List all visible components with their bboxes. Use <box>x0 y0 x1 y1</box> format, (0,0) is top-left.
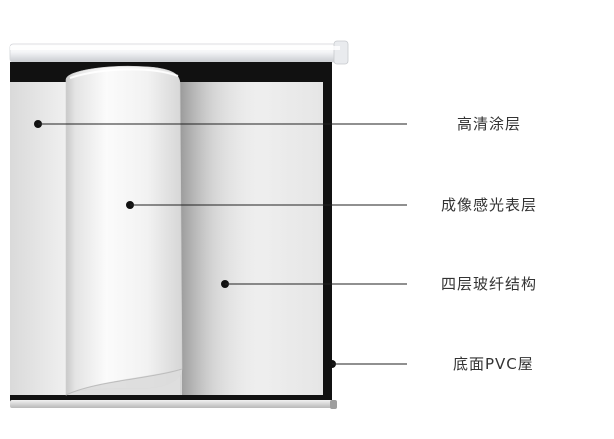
callout-fiberglass-marker <box>221 280 407 288</box>
callout-label-coating: 高清涂层 <box>457 115 522 133</box>
callout-coating-marker <box>34 120 407 128</box>
callout-label-fiberglass: 四层玻纤结构 <box>441 275 538 293</box>
peel-top-highlight <box>69 68 179 79</box>
callout-pvc-marker <box>328 360 407 368</box>
callout-photosensitive-marker <box>126 201 407 209</box>
callout-label-photosensitive: 成像感光表层 <box>441 196 538 214</box>
base-layer-strip <box>10 82 68 395</box>
peel-curl-edge <box>65 368 183 396</box>
screen-housing <box>9 40 349 65</box>
peel-curl <box>66 368 182 395</box>
peel-shadow <box>180 82 275 395</box>
peeling-layer <box>65 65 183 396</box>
callout-label-pvc: 底面PVC屋 <box>453 355 534 373</box>
bottom-bar <box>10 400 337 409</box>
